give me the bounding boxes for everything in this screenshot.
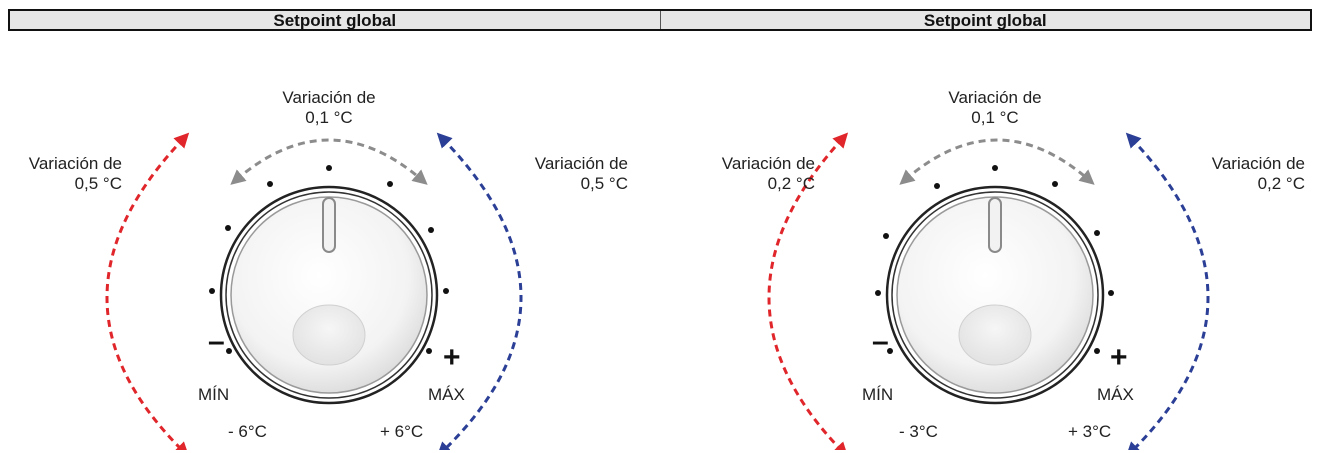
setpoint-knob: [219, 185, 439, 405]
minus-sign: –: [208, 325, 225, 358]
right-variation-label: Variación de 0,5 °C: [476, 154, 628, 194]
right-variation-label: Variación de 0,2 °C: [1165, 154, 1305, 194]
left-variation-line1: Variación de: [28, 154, 122, 173]
max-label: MÁX: [428, 385, 465, 404]
header-setpoint-right: Setpoint global: [659, 11, 1311, 29]
left-variation-line1: Variación de: [721, 154, 815, 173]
max-value: + 3°C: [1068, 422, 1112, 441]
top-variation-line1: Variación de: [282, 88, 376, 107]
minus-sign: –: [872, 325, 889, 358]
right-variation-line2: 0,2 °C: [1257, 174, 1305, 193]
panel-right: Variación de 0,1 °C Variación de 0,2 °C …: [665, 40, 1325, 450]
right-variation-line1: Variación de: [1211, 154, 1305, 173]
right-variation-line2: 0,5 °C: [580, 174, 628, 193]
top-variation-line1: Variación de: [948, 88, 1042, 107]
min-label: MÍN: [862, 385, 894, 404]
left-variation-label: Variación de 0,5 °C: [0, 154, 122, 194]
top-variation-line2: 0,1 °C: [971, 108, 1019, 127]
setpoint-knob: [885, 185, 1105, 405]
header-bar: Setpoint global Setpoint global: [8, 9, 1312, 31]
fine-step-arrow: [899, 138, 1095, 185]
panel-left: Variación de 0,1 °C Variación de 0,5 °C …: [0, 40, 660, 450]
fine-step-arrow: [230, 138, 428, 185]
min-value: - 6°C: [228, 422, 267, 441]
min-label: MÍN: [198, 385, 230, 404]
top-variation-label: Variación de 0,1 °C: [915, 88, 1075, 128]
knob-diagram-left: [105, 132, 523, 450]
decrease-range-arrow: [767, 132, 849, 450]
left-variation-label: Variación de 0,2 °C: [685, 154, 815, 194]
left-variation-line2: 0,2 °C: [767, 174, 815, 193]
decrease-range-arrow: [105, 132, 190, 450]
left-variation-line2: 0,5 °C: [74, 174, 122, 193]
top-variation-label: Variación de 0,1 °C: [249, 88, 409, 128]
header-setpoint-left: Setpoint global: [273, 10, 397, 30]
scale-dots: [875, 165, 1114, 354]
max-value: + 6°C: [380, 422, 424, 441]
plus-sign: +: [443, 341, 461, 374]
max-label: MÁX: [1097, 385, 1134, 404]
top-variation-line2: 0,1 °C: [305, 108, 353, 127]
knob-diagram-right: [767, 132, 1210, 450]
increase-range-arrow: [1125, 132, 1210, 450]
plus-sign: +: [1110, 341, 1128, 374]
increase-range-arrow: [436, 132, 523, 450]
right-variation-line1: Variación de: [534, 154, 628, 173]
min-value: - 3°C: [899, 422, 938, 441]
scale-dots: [209, 165, 449, 354]
